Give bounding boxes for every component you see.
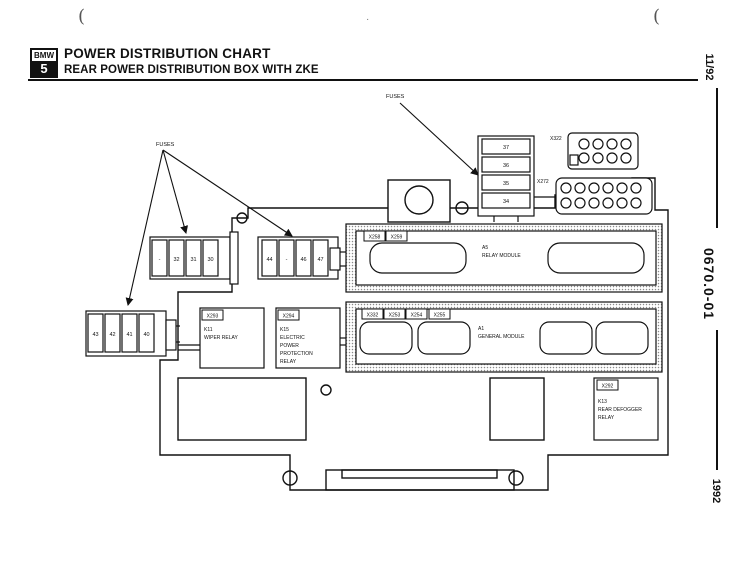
connector-x322-label: X322 xyxy=(550,136,562,142)
page-subtitle: REAR POWER DISTRIBUTION BOX WITH ZKE xyxy=(64,64,319,76)
page-title: POWER DISTRIBUTION CHART xyxy=(64,46,271,61)
relay-k11-name: WIPER RELAY xyxy=(204,335,238,341)
connector-x272-label: X272 xyxy=(537,179,549,185)
fuse-32: 32 xyxy=(173,257,179,263)
connector-x254-label: X254 xyxy=(411,313,423,319)
fuses-callout-top: FUSES xyxy=(386,94,405,100)
fuse-46: 46 xyxy=(300,257,306,263)
fuse-35: 35 xyxy=(503,181,509,187)
scan-speck: · xyxy=(366,14,370,25)
fuse-b-blank: - xyxy=(286,257,288,263)
relay-k15-id: K15 xyxy=(280,327,289,333)
connector-x322 xyxy=(567,132,639,170)
module-a1-name: GENERAL MODULE xyxy=(478,334,525,340)
callout-arrows xyxy=(125,102,479,306)
connector-x272 xyxy=(534,177,653,215)
bmw-logo: BMW 5 xyxy=(30,48,58,78)
fuse-group-c xyxy=(85,310,180,357)
binding-mark-right: ( xyxy=(653,6,661,27)
relay-k13-line2: RELAY xyxy=(598,415,615,421)
binding-mark-left: ( xyxy=(78,6,86,27)
fuses-callout-left: FUSES xyxy=(156,142,175,148)
fuse-43: 43 xyxy=(92,332,98,338)
connector-x259-label: X259 xyxy=(391,235,403,241)
fuse-30: 30 xyxy=(207,257,213,263)
fuse-31: 31 xyxy=(190,257,196,263)
connector-label-boxes xyxy=(201,230,619,391)
margin-line-bottom xyxy=(716,330,718,470)
margin-line-top xyxy=(716,88,718,228)
connector-x258-label: X258 xyxy=(369,235,381,241)
fuse-stack-top xyxy=(477,135,535,222)
fuse-36: 36 xyxy=(503,163,509,169)
relay-k15-line2: POWER xyxy=(280,343,299,349)
module-a5-name: RELAY MODULE xyxy=(482,253,521,259)
connector-x293-label: X293 xyxy=(207,314,219,320)
relay-k13-line1: REAR DEFOGGER xyxy=(598,407,642,413)
module-a1 xyxy=(345,301,663,373)
module-a1-id: A1 xyxy=(478,326,484,332)
relay-k15-line4: RELAY xyxy=(280,359,297,365)
relay-k15-line1: ELECTRIC xyxy=(280,335,305,341)
fuse-44: 44 xyxy=(266,257,272,263)
fuse-group-a xyxy=(149,231,239,285)
fuse-41: 41 xyxy=(126,332,132,338)
fuse-a-blank: - xyxy=(159,257,161,263)
fuse-34: 34 xyxy=(503,199,509,205)
connector-x255-label: X255 xyxy=(434,313,446,319)
fuse-37: 37 xyxy=(503,145,509,151)
relay-k15-line3: PROTECTION xyxy=(280,351,313,357)
header-rule xyxy=(28,79,698,81)
logo-text: BMW xyxy=(34,51,54,60)
relay-k11-id: K11 xyxy=(204,327,213,333)
module-a5-id: A5 xyxy=(482,245,488,251)
connector-x294-label: X294 xyxy=(283,314,295,320)
fuse-42: 42 xyxy=(109,332,115,338)
connector-x253-label: X253 xyxy=(389,313,401,319)
logo-series: 5 xyxy=(32,61,56,76)
relay-k13-id: K13 xyxy=(598,399,607,405)
fuse-47: 47 xyxy=(317,257,323,263)
connector-x332-label: X332 xyxy=(367,313,379,319)
connector-x292-label: X292 xyxy=(602,384,614,390)
fuse-group-b xyxy=(257,236,346,280)
fuse-40: 40 xyxy=(143,332,149,338)
